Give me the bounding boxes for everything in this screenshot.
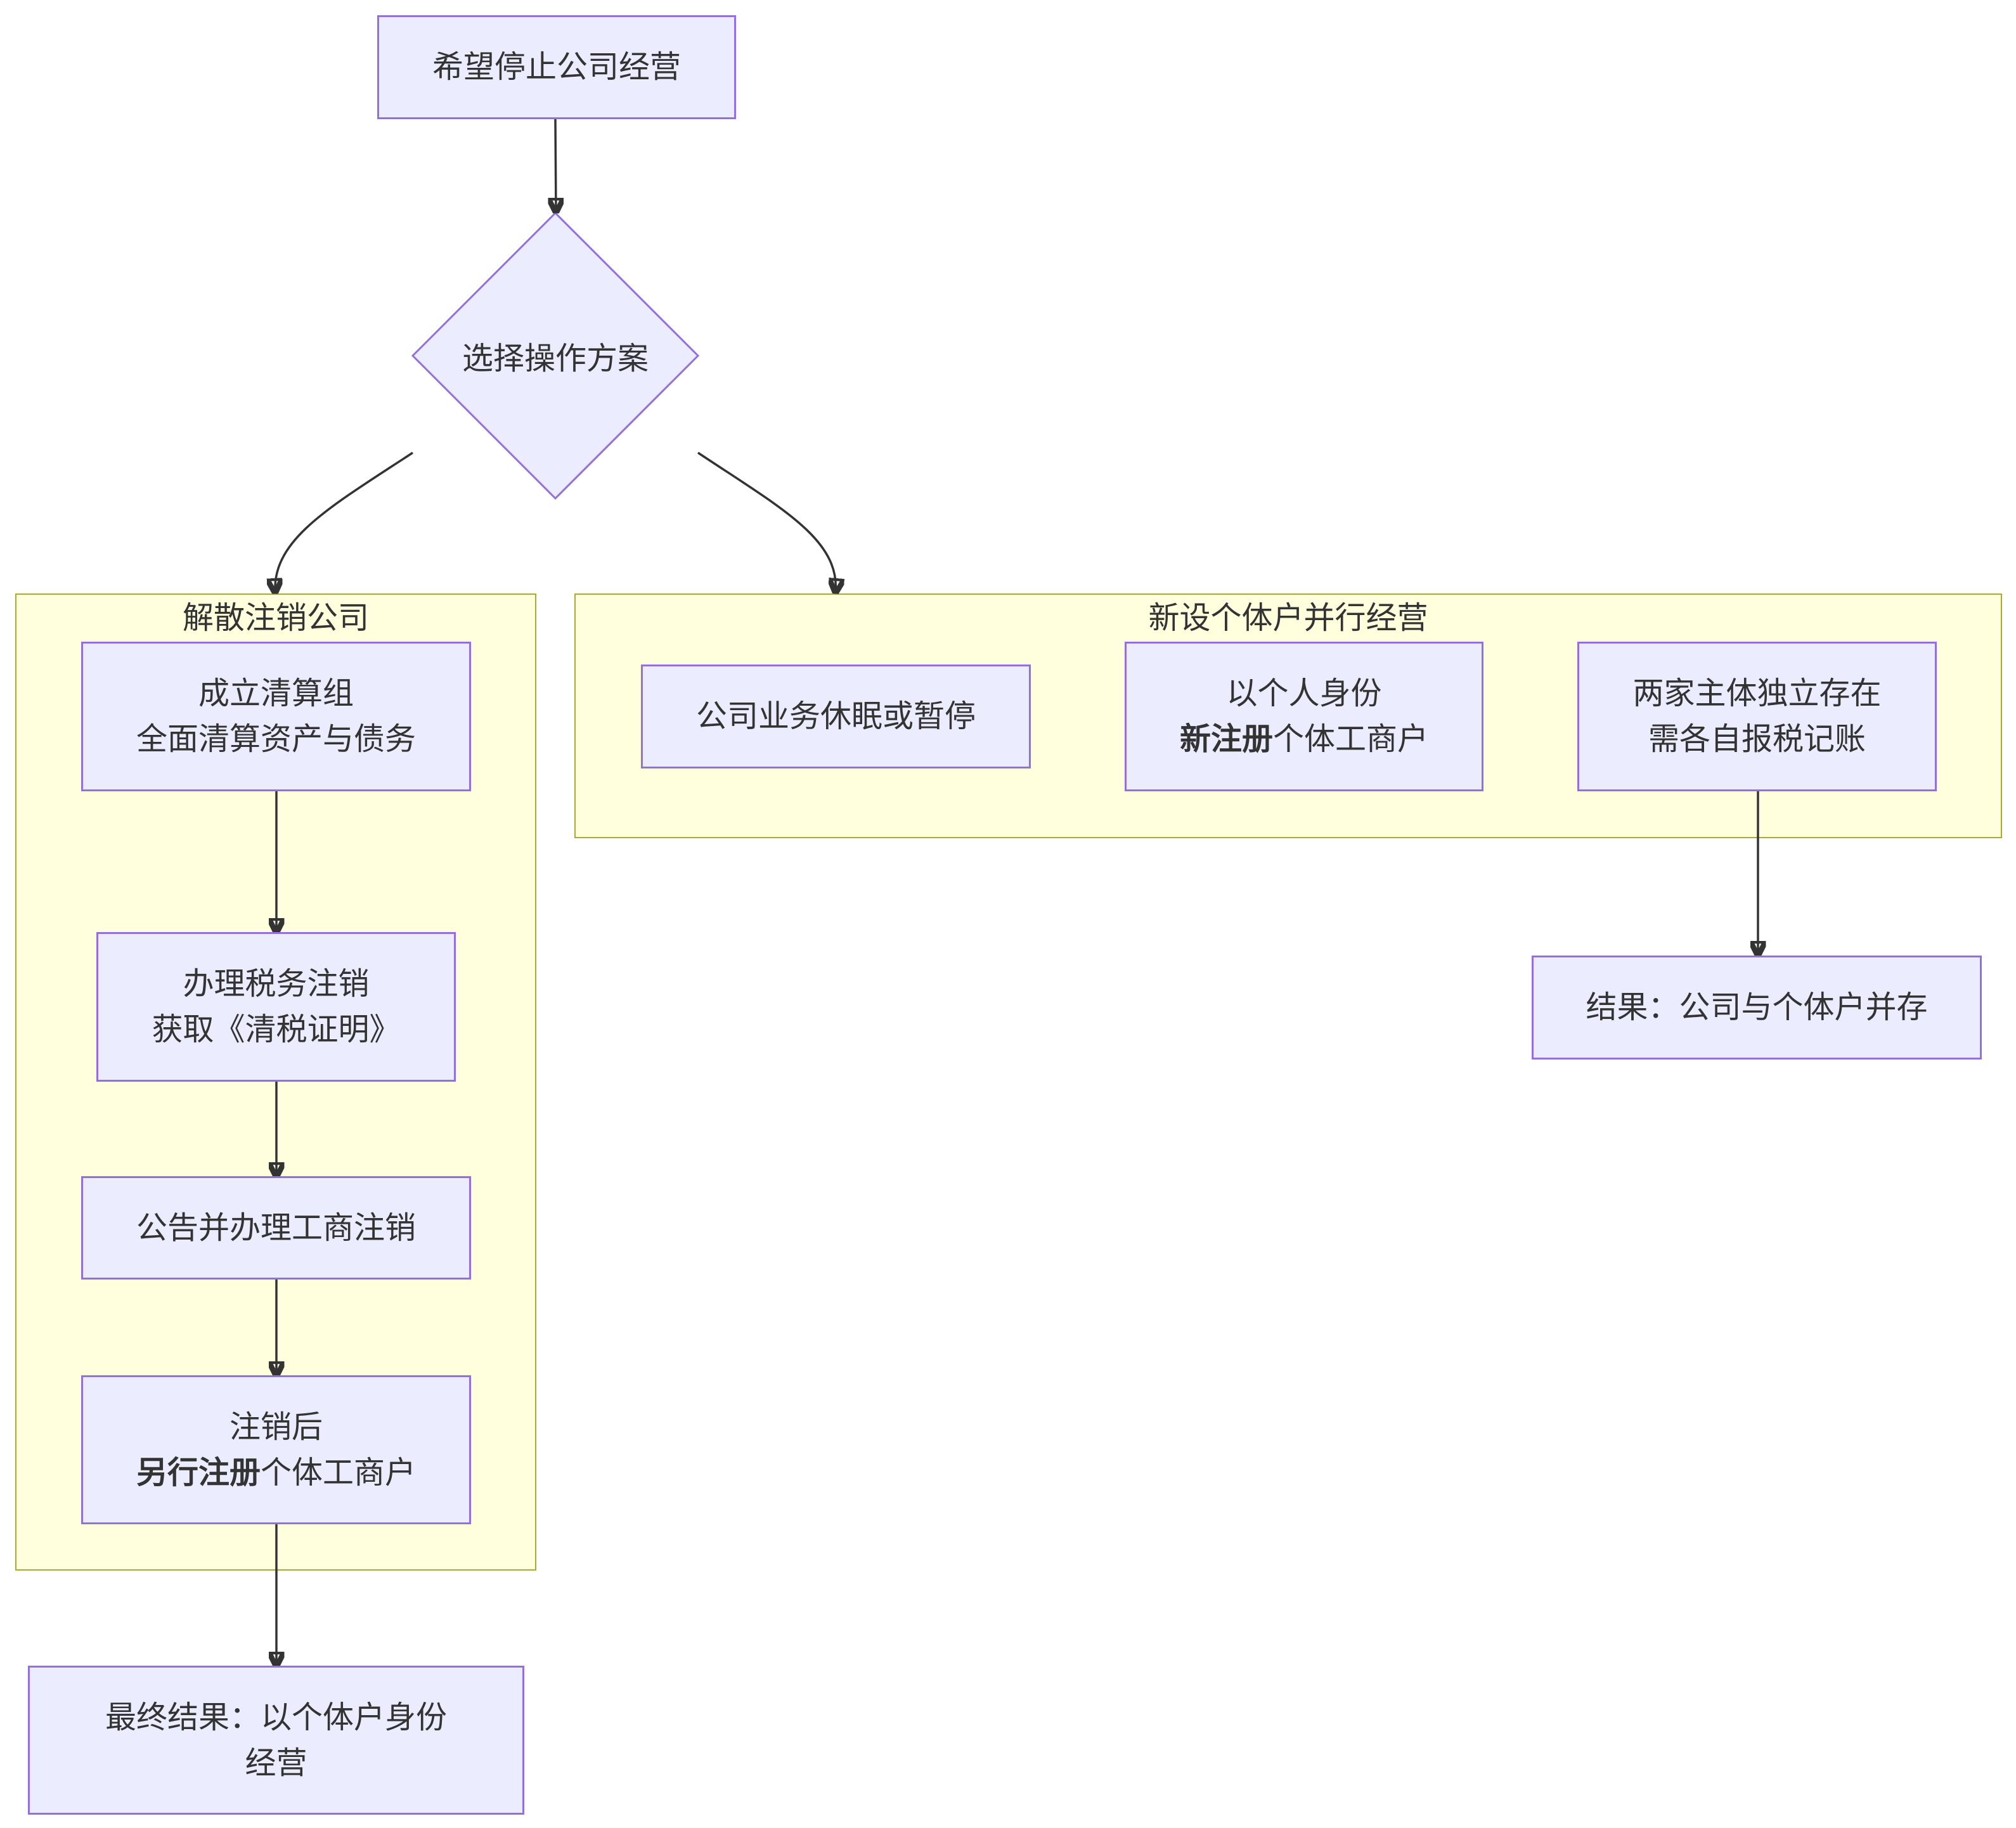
node-announce-text: 公告并办理工商注销 xyxy=(136,1209,416,1246)
node-personal-rest: 个体工商户 xyxy=(1273,721,1429,757)
node-company-dormant: 公司业务休眠或暂停 xyxy=(641,664,1031,768)
node-liquidation-line2: 全面清算资产与债务 xyxy=(136,721,416,757)
node-after-bold: 另行注册 xyxy=(136,1454,261,1491)
node-tax-deregistration: 办理税务注销 获取《清税证明》 xyxy=(96,932,456,1082)
edge-decision-to-dissolve xyxy=(275,451,413,592)
node-new-individual: 以个人身份 新注册个体工商户 xyxy=(1125,642,1483,791)
decision-diamond xyxy=(411,211,700,500)
cluster-title-dissolve: 解散注销公司 xyxy=(182,600,369,636)
node-tax-line1: 办理税务注销 xyxy=(183,966,370,1002)
node-coexist-result-text: 结果：公司与个体户并存 xyxy=(1586,989,1928,1025)
edge-decision-to-parallel xyxy=(697,451,836,592)
node-tax-line2: 获取《清税证明》 xyxy=(152,1011,401,1047)
edge-start-to-decision xyxy=(555,119,556,212)
node-business-deregistration: 公告并办理工商注销 xyxy=(81,1176,471,1280)
node-liquidation-line1: 成立清算组 xyxy=(198,675,354,711)
node-register-after: 注销后 另行注册个体工商户 xyxy=(81,1375,471,1524)
node-personal-bold: 新注册 xyxy=(1179,721,1273,757)
node-stop-operation-text: 希望停止公司经营 xyxy=(432,49,681,85)
node-after-rest: 个体工商户 xyxy=(261,1454,417,1491)
node-after-line2: 另行注册个体工商户 xyxy=(136,1450,416,1496)
node-two-entities: 两家主体独立存在 需各自报税记账 xyxy=(1577,642,1937,791)
node-stop-operation: 希望停止公司经营 xyxy=(377,15,736,119)
node-two-entities-line1: 两家主体独立存在 xyxy=(1632,675,1882,711)
node-after-line1: 注销后 xyxy=(229,1408,323,1445)
node-two-entities-line2: 需各自报税记账 xyxy=(1648,721,1866,757)
node-final-result-text: 最终结果：以个体户身份经营 xyxy=(105,1699,447,1781)
node-personal-line2: 新注册个体工商户 xyxy=(1180,716,1428,762)
cluster-title-parallel: 新设个体户并行经营 xyxy=(1148,600,1428,636)
node-dormant-text: 公司业务休眠或暂停 xyxy=(695,698,976,734)
node-personal-line1: 以个人身份 xyxy=(1226,675,1382,711)
node-liquidation-group: 成立清算组 全面清算资产与债务 xyxy=(81,642,471,791)
node-final-result: 最终结果：以个体户身份经营 xyxy=(28,1666,524,1815)
node-coexist-result: 结果：公司与个体户并存 xyxy=(1532,956,1982,1060)
